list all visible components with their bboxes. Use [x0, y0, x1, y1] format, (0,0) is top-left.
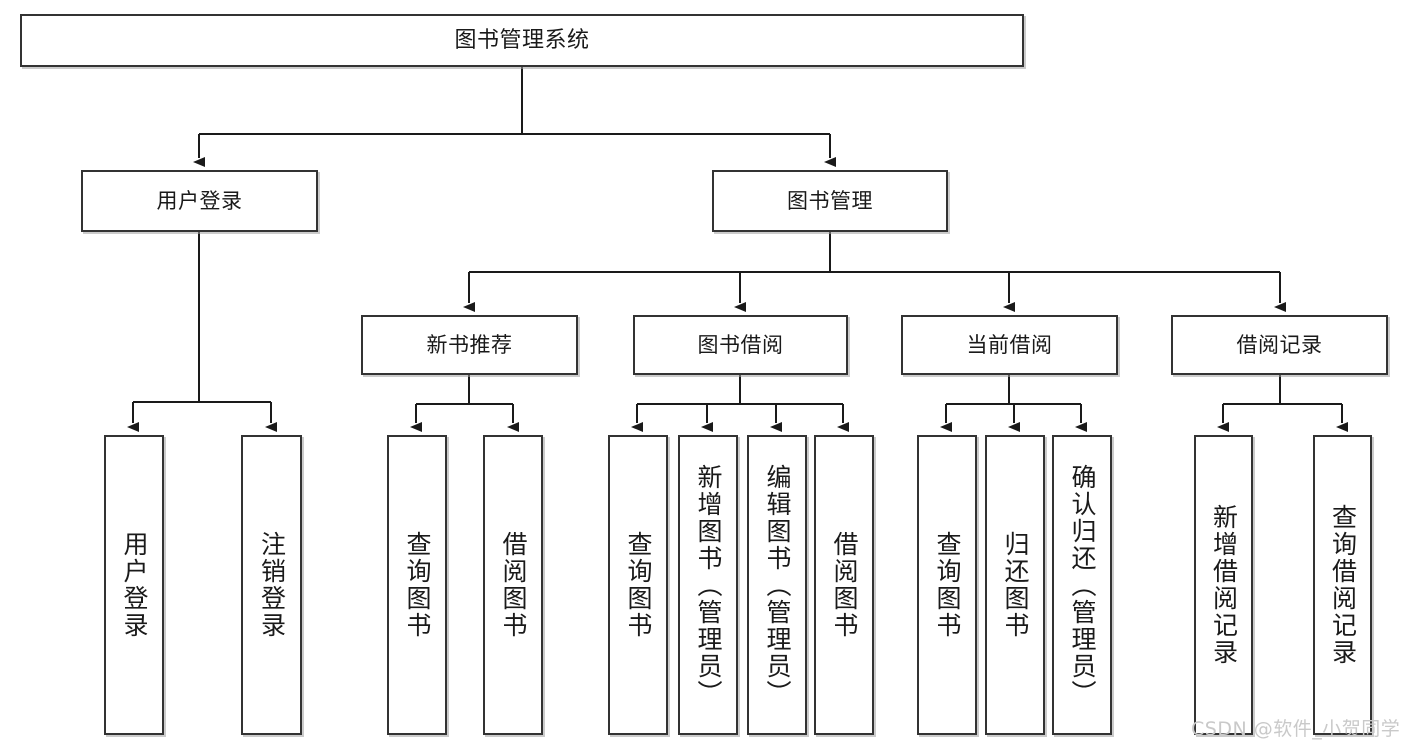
leaf-borrow-book-recommend[interactable]: 借阅图书 [483, 435, 543, 735]
node-label: 借阅图书 [499, 531, 528, 639]
node-current-borrow[interactable]: 当前借阅 [901, 315, 1118, 375]
leaf-add-borrow-record[interactable]: 新增借阅记录 [1194, 435, 1253, 735]
leaf-confirm-return-admin[interactable]: 确认归还（管理员） [1052, 435, 1112, 735]
node-label: 用户登录 [120, 531, 149, 639]
node-label: 图书管理 [787, 188, 873, 213]
node-label: 当前借阅 [966, 332, 1053, 357]
node-label: 编辑图书（管理员） [763, 463, 792, 707]
node-label: 新书推荐 [426, 332, 513, 357]
node-user-login[interactable]: 用户登录 [81, 170, 318, 232]
node-label: 新增借阅记录 [1209, 504, 1239, 666]
leaf-edit-book-admin[interactable]: 编辑图书（管理员） [747, 435, 807, 735]
csdn-watermark: CSDN @软件_小贺同学 [1191, 718, 1401, 740]
node-label: 借阅图书 [830, 531, 859, 639]
node-label: 查询图书 [933, 531, 962, 639]
node-borrow-record[interactable]: 借阅记录 [1171, 315, 1388, 375]
node-label: 注销登录 [257, 531, 287, 639]
leaf-query-book-current[interactable]: 查询图书 [917, 435, 977, 735]
leaf-logout[interactable]: 注销登录 [241, 435, 302, 735]
node-label: 图书借阅 [697, 332, 784, 357]
node-label: 确认归还（管理员） [1068, 463, 1097, 707]
leaf-query-book-recommend[interactable]: 查询图书 [387, 435, 447, 735]
node-label: 查询图书 [624, 531, 653, 639]
node-root-system[interactable]: 图书管理系统 [20, 14, 1024, 67]
leaf-return-book[interactable]: 归还图书 [985, 435, 1045, 735]
node-label: 查询图书 [403, 531, 432, 639]
node-label: 借阅记录 [1236, 332, 1323, 357]
leaf-query-borrow-record[interactable]: 查询借阅记录 [1313, 435, 1372, 735]
node-new-book-recommend[interactable]: 新书推荐 [361, 315, 578, 375]
node-book-borrow[interactable]: 图书借阅 [633, 315, 848, 375]
node-book-management[interactable]: 图书管理 [712, 170, 948, 232]
node-label: 归还图书 [1001, 531, 1030, 639]
leaf-borrow-book[interactable]: 借阅图书 [814, 435, 874, 735]
leaf-user-login[interactable]: 用户登录 [104, 435, 164, 735]
node-label: 用户登录 [156, 188, 243, 213]
node-label: 新增图书（管理员） [694, 463, 723, 707]
node-label: 查询借阅记录 [1328, 504, 1358, 666]
leaf-add-book-admin[interactable]: 新增图书（管理员） [678, 435, 738, 735]
leaf-query-book-borrow[interactable]: 查询图书 [608, 435, 668, 735]
node-label: 图书管理系统 [454, 27, 590, 53]
